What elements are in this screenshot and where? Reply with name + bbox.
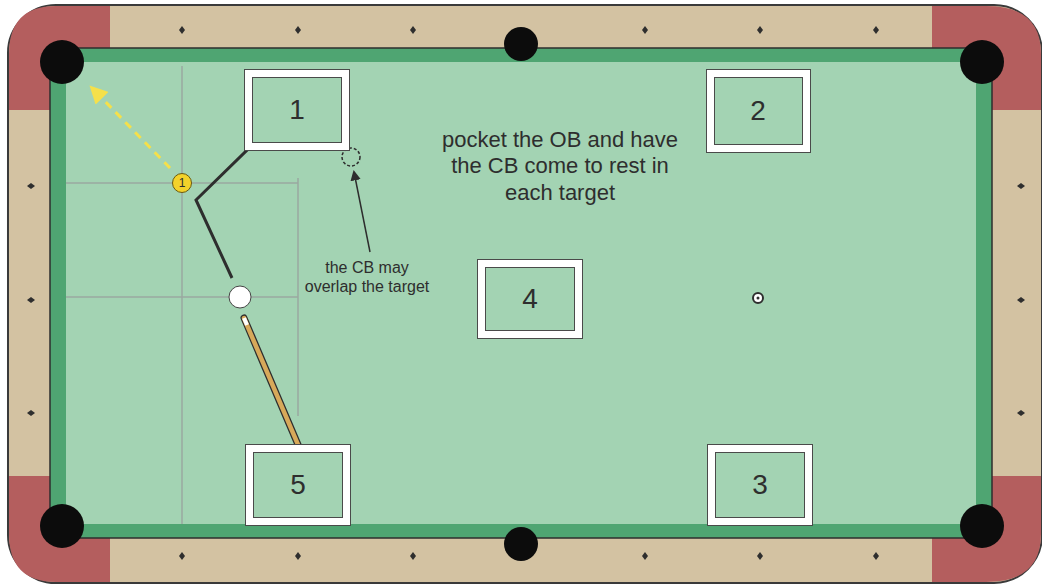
target-box: 2 bbox=[707, 70, 810, 152]
ball-number: 1 bbox=[179, 177, 186, 189]
object-ball: 1 bbox=[172, 173, 192, 193]
target-number: 3 bbox=[752, 469, 768, 501]
overlap-ball-outline bbox=[342, 148, 360, 166]
felt bbox=[66, 62, 976, 524]
target-box: 5 bbox=[246, 445, 350, 525]
cushion bbox=[50, 48, 992, 538]
target-number: 1 bbox=[289, 94, 305, 126]
cue-ball bbox=[229, 286, 251, 308]
target-box: 4 bbox=[478, 260, 582, 338]
leader-arrow bbox=[354, 172, 370, 252]
pockets bbox=[40, 27, 1004, 561]
instruction-text: pocket the OB and have the CB come to re… bbox=[429, 127, 691, 206]
cue-tip bbox=[244, 318, 247, 325]
target-number: 4 bbox=[522, 283, 538, 315]
object-ball-path bbox=[92, 88, 170, 168]
target-box: 3 bbox=[708, 445, 812, 525]
target-number: 2 bbox=[750, 95, 766, 127]
rail bbox=[8, 5, 1042, 583]
corner-caps bbox=[9, 6, 1041, 582]
target-box: 1 bbox=[245, 70, 349, 150]
foot-spot bbox=[753, 293, 763, 303]
target-number: 5 bbox=[290, 469, 306, 501]
diamonds bbox=[27, 26, 1025, 560]
note-text: the CB may overlap the target bbox=[302, 258, 432, 296]
foot-spot-center bbox=[757, 297, 760, 300]
